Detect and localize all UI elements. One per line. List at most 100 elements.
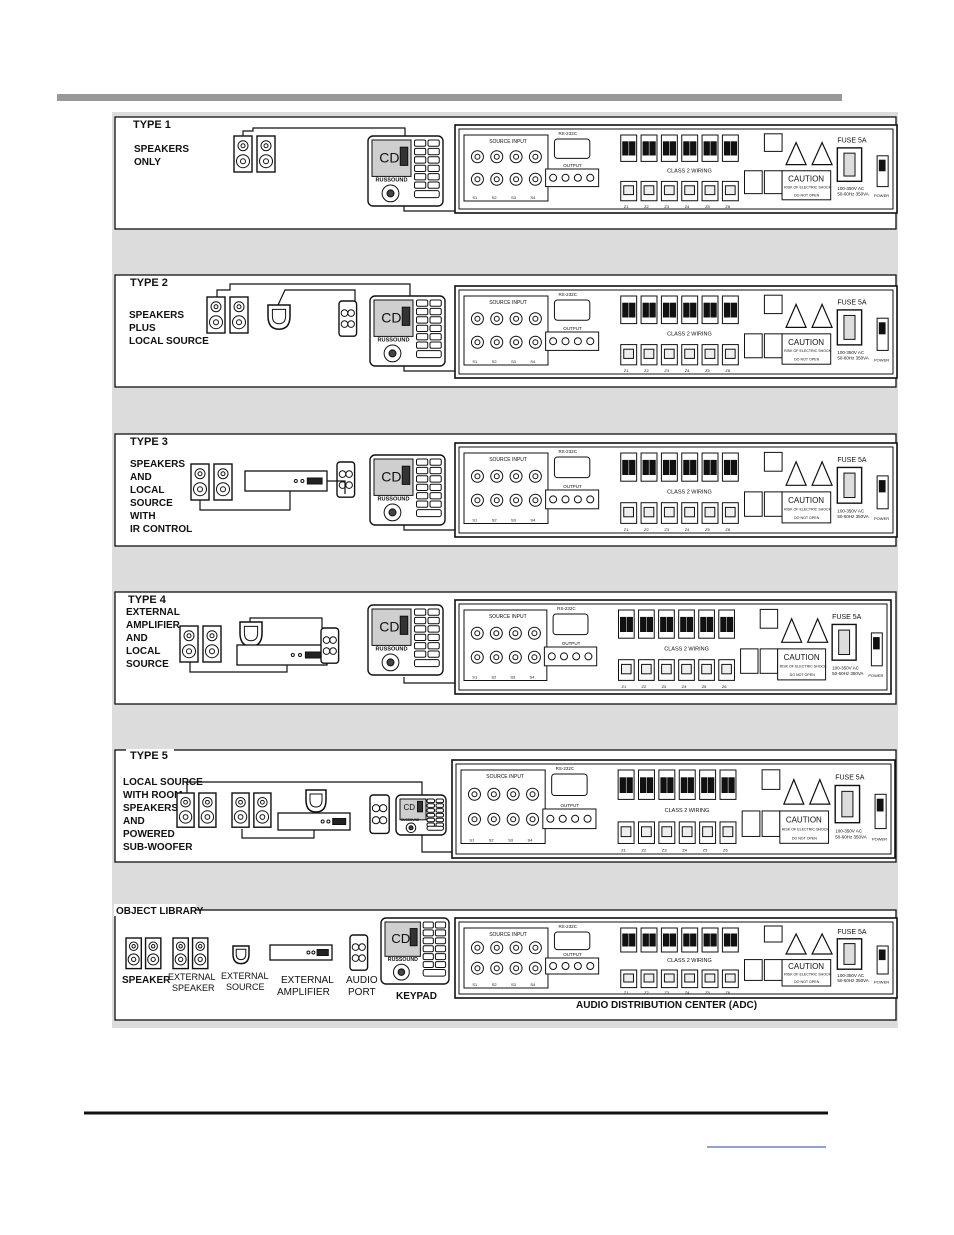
panel-title-bg [126, 435, 174, 447]
adc-class2-label: CLASS 2 WIRING [667, 489, 712, 495]
adc-rca-jack-center [513, 473, 520, 480]
keypad-button [414, 181, 427, 189]
adc-terminal-screw [706, 616, 714, 633]
adc-inner-frame [455, 763, 892, 855]
adc-rca-jack [487, 787, 501, 801]
adc-output-block [545, 489, 600, 510]
speaker-cable [189, 662, 288, 673]
adc-aux-connector [763, 170, 783, 195]
speaker-tweeter [235, 796, 246, 808]
keypad-button [429, 333, 442, 341]
adc-terminal-screw [669, 459, 677, 475]
speaker-woofer-center [236, 319, 242, 326]
adc-power-label: POWER [874, 357, 889, 362]
adc-terminal-screw [723, 302, 731, 318]
source-cable [249, 617, 323, 628]
adc-power-inlet-socket [841, 790, 854, 818]
adc-terminal-screw [622, 302, 629, 318]
speaker-tweeter [183, 630, 195, 642]
adc-input-label: S2 [492, 982, 498, 987]
adc-input-label: S3 [510, 675, 516, 680]
adc-rating-label: 50-60Hz 350VA [835, 834, 866, 839]
adc-power-label: POWER [868, 673, 883, 678]
adc-terminal-screw [640, 616, 647, 633]
external-source-inner [309, 793, 323, 808]
keypad-nav-wheel [381, 653, 400, 672]
adc-aux-connector [761, 769, 781, 790]
adc-terminal-screw [690, 141, 697, 156]
amplifier-display [306, 477, 323, 485]
keypad-cable [403, 206, 451, 212]
adc-aux-connector [744, 170, 763, 195]
speaker-icon [256, 135, 276, 173]
adc-terminal-screw [626, 777, 633, 793]
adc-rca-jack-center [474, 339, 481, 346]
adc-terminal-screw [619, 777, 626, 793]
adc-rca-jack-center [532, 339, 539, 346]
adc-zone-label: Z4 [685, 368, 690, 373]
keypad-brand: RUSSOUND [401, 818, 420, 822]
adc-terminal-screw [629, 933, 636, 947]
adc-rca-jack-center [474, 654, 481, 661]
speaker-woofer [174, 953, 187, 966]
adc-class2-label: CLASS 2 WIRING [667, 169, 712, 175]
adc-power-inlet-socket [838, 629, 851, 656]
keypad-source-text: CD [379, 619, 399, 635]
adc-aux-connector [744, 491, 763, 517]
audio-port-jack [329, 636, 337, 644]
library-label: SPEAKER [172, 983, 215, 993]
adc-caution-warning-icon [808, 778, 831, 805]
keypad-brand: RUSSOUND [378, 497, 410, 503]
keypad-button [426, 817, 435, 823]
speaker-tweeter [202, 796, 213, 808]
adc-rca-jack [506, 787, 520, 801]
adc-input-label: S1 [472, 359, 478, 364]
panel-description-line: LOCAL [130, 485, 164, 496]
adc-power-label: POWER [872, 836, 887, 841]
speaker-tweeter-center [238, 799, 243, 805]
keypad-brand: RUSSOUND [378, 338, 410, 344]
adc-rj45-pins [724, 348, 736, 359]
adc-rca-jack [490, 335, 504, 349]
adc-power-inlet-socket [843, 472, 856, 499]
adc-rca-jack [470, 150, 484, 164]
adc-input-label: S3 [511, 195, 517, 200]
adc-zone-label: Z2 [644, 204, 649, 209]
keypad-button [427, 650, 440, 658]
adc-terminal-screw [723, 933, 731, 947]
adc-input-label: S2 [491, 675, 497, 680]
library-label: AUDIO [346, 975, 378, 986]
speaker-tweeter-center [178, 944, 183, 949]
adc-rca-jack [470, 650, 484, 664]
adc-output-jack [560, 652, 568, 661]
adc-zone-label: Z3 [664, 204, 669, 209]
adc-source-input-label: SOURCE INPUT [489, 300, 527, 306]
adc-terminal-screw [727, 616, 734, 633]
keypad-button [427, 616, 440, 625]
adc-source-input-label: SOURCE INPUT [489, 139, 527, 145]
adc-output-jack [558, 814, 567, 823]
adc-source-input-block [463, 609, 548, 681]
speaker-icon [202, 625, 222, 663]
adc-zone-label: Z2 [644, 368, 649, 373]
keypad-button [422, 953, 434, 961]
keypad-nav-center [397, 968, 406, 976]
panel-title: TYPE 1 [133, 119, 171, 131]
speaker-woofer [233, 810, 248, 824]
adc-rj45-pins [724, 185, 736, 196]
adc-class2-label: CLASS 2 WIRING [667, 331, 712, 337]
adc-output-jack [561, 962, 570, 970]
adc-rca-jack [470, 961, 484, 975]
adc-power-label: POWER [874, 193, 889, 198]
adc-rca-jack [509, 469, 523, 483]
keypad-button [422, 945, 434, 953]
adc-rca-jack [508, 626, 522, 640]
adc-rj45-pins [722, 826, 734, 838]
adc-terminal-screw [669, 933, 677, 947]
adc-rs232-port [553, 299, 591, 321]
adc-terminal-screw [620, 616, 627, 633]
speaker-tweeter [128, 941, 139, 952]
adc-rj45-pins [623, 348, 634, 359]
amplifier-knob [300, 479, 305, 483]
